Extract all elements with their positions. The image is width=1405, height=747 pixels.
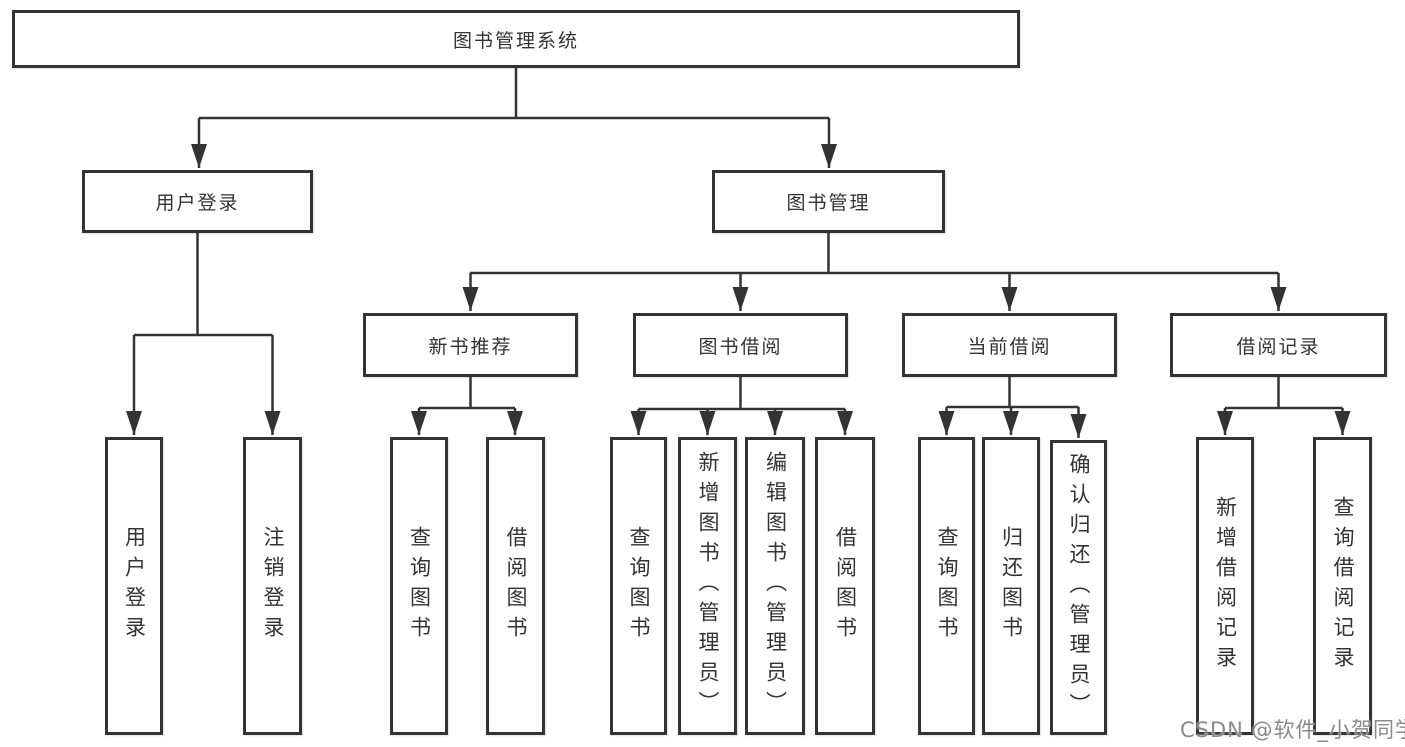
node-current-borrowing: 当前借阅 bbox=[902, 313, 1117, 377]
node-leaf-confirm-return-admin-label: 确认归还（管理员） bbox=[1067, 452, 1091, 723]
node-leaf-edit-books-admin: 编辑图书（管理员） bbox=[745, 437, 805, 735]
node-leaf-query-books-borrowing-label: 查询图书 bbox=[627, 526, 651, 646]
node-book-management-label: 图书管理 bbox=[786, 192, 871, 214]
node-leaf-add-borrow-record: 新增借阅记录 bbox=[1196, 437, 1254, 735]
node-book-borrowing: 图书借阅 bbox=[633, 313, 848, 377]
node-leaf-query-books-current-label: 查询图书 bbox=[935, 526, 959, 646]
node-leaf-borrow-books-recommend-label: 借阅图书 bbox=[504, 526, 528, 646]
node-leaf-query-borrow-record-label: 查询借阅记录 bbox=[1331, 496, 1355, 676]
node-leaf-query-books-recommend: 查询图书 bbox=[390, 437, 448, 735]
node-leaf-query-books-current: 查询图书 bbox=[918, 437, 975, 735]
node-leaf-query-books-recommend-label: 查询图书 bbox=[407, 526, 432, 646]
node-leaf-query-books-borrowing: 查询图书 bbox=[610, 437, 667, 735]
node-leaf-logout: 注销登录 bbox=[243, 437, 302, 735]
node-leaf-user-login-label: 用户登录 bbox=[122, 526, 147, 646]
node-root: 图书管理系统 bbox=[12, 10, 1020, 68]
node-leaf-add-borrow-record-label: 新增借阅记录 bbox=[1213, 496, 1238, 676]
node-leaf-confirm-return-admin: 确认归还（管理员） bbox=[1050, 440, 1107, 735]
node-root-label: 图书管理系统 bbox=[452, 29, 579, 52]
node-leaf-borrow-books-borrowing: 借阅图书 bbox=[815, 437, 875, 735]
node-leaf-query-borrow-record: 查询借阅记录 bbox=[1313, 437, 1372, 735]
node-new-book-recommend: 新书推荐 bbox=[363, 313, 578, 377]
node-leaf-borrow-books-borrowing-label: 借阅图书 bbox=[833, 526, 858, 646]
node-current-borrowing-label: 当前借阅 bbox=[967, 335, 1052, 358]
node-user-login-branch: 用户登录 bbox=[82, 170, 313, 233]
watermark-text: CSDN @软件_小贺同学 bbox=[1180, 718, 1405, 742]
node-borrowing-records: 借阅记录 bbox=[1170, 313, 1387, 377]
node-new-book-recommend-label: 新书推荐 bbox=[428, 335, 513, 358]
node-leaf-return-books-label: 归还图书 bbox=[999, 526, 1024, 646]
node-book-management: 图书管理 bbox=[712, 170, 945, 233]
node-borrowing-records-label: 借阅记录 bbox=[1236, 335, 1321, 358]
node-leaf-logout-label: 注销登录 bbox=[261, 526, 285, 646]
node-book-borrowing-label: 图书借阅 bbox=[698, 335, 783, 358]
node-leaf-edit-books-admin-label: 编辑图书（管理员） bbox=[763, 451, 788, 721]
node-leaf-borrow-books-recommend: 借阅图书 bbox=[486, 437, 545, 735]
node-leaf-user-login: 用户登录 bbox=[105, 437, 163, 735]
node-leaf-add-books-admin-label: 新增图书（管理员） bbox=[696, 451, 720, 721]
node-leaf-add-books-admin: 新增图书（管理员） bbox=[678, 437, 737, 735]
node-leaf-return-books: 归还图书 bbox=[982, 437, 1040, 735]
node-user-login-branch-label: 用户登录 bbox=[155, 192, 240, 214]
